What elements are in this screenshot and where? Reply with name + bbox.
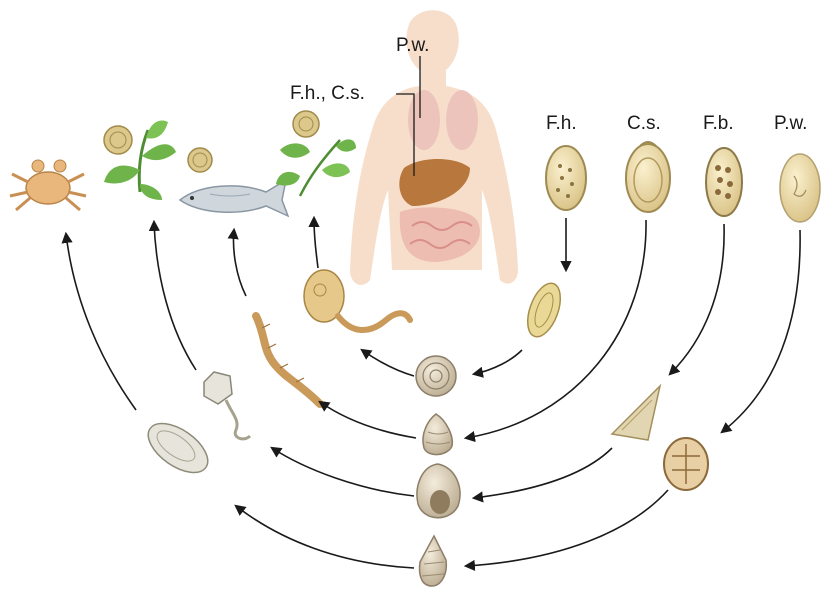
lung-icon	[408, 90, 440, 150]
label-egg-cs: C.s.	[627, 114, 661, 133]
fb-miracidium-icon	[612, 386, 660, 440]
arrow-to-crab	[66, 234, 136, 410]
turreted-snail-icon	[420, 536, 447, 586]
label-egg-pw: P.w.	[774, 114, 807, 133]
arrow-snail4-to-sporocyst	[236, 506, 414, 568]
arrow-snail2-to-rediae	[320, 402, 416, 438]
miracidium-larva-icon	[204, 372, 250, 439]
round-snail-icon	[417, 464, 460, 518]
arrow-fb-to-snail	[474, 448, 612, 498]
fh-miracidium-icon	[521, 279, 566, 341]
slender-snail-icon	[423, 414, 452, 455]
rediae-worm-icon	[256, 316, 320, 404]
egg-fh-icon	[546, 146, 586, 210]
crab-icon	[10, 160, 86, 210]
human-body-figure	[350, 10, 518, 285]
arrow-snail1-to-cercaria	[362, 350, 414, 376]
egg-pw-icon	[780, 154, 820, 222]
sporocyst-icon	[140, 414, 216, 482]
metacercaria-cyst-icon-3	[293, 111, 319, 137]
pw-miracidium-icon	[664, 438, 708, 490]
arrow-cs-to-snail	[466, 220, 646, 438]
planorbid-snail-icon	[416, 356, 456, 396]
arrow-pw-egg-down	[722, 230, 800, 432]
arrow-to-water-plant	[154, 222, 196, 370]
arrow-fh-to-snail	[474, 350, 522, 374]
arrow-snail3-to-miracidium	[272, 448, 414, 496]
arrow-to-fish	[234, 230, 247, 296]
watercress-icon	[276, 139, 356, 196]
fish-icon	[180, 180, 288, 216]
label-human-pw: P.w.	[396, 36, 429, 55]
metacercaria-cyst-icon-1	[104, 126, 132, 154]
label-egg-fh: F.h.	[546, 114, 577, 133]
label-egg-fb: F.b.	[703, 114, 734, 133]
label-human-fh-cs: F.h., C.s.	[290, 84, 365, 103]
arrow-pw-to-snail	[466, 490, 668, 566]
egg-fb-icon	[706, 148, 742, 216]
arrow-to-watercress	[314, 218, 318, 268]
egg-cs-icon	[626, 142, 670, 212]
arrow-fb-egg-down	[670, 224, 724, 374]
metacercaria-cyst-icon-2	[188, 148, 212, 172]
